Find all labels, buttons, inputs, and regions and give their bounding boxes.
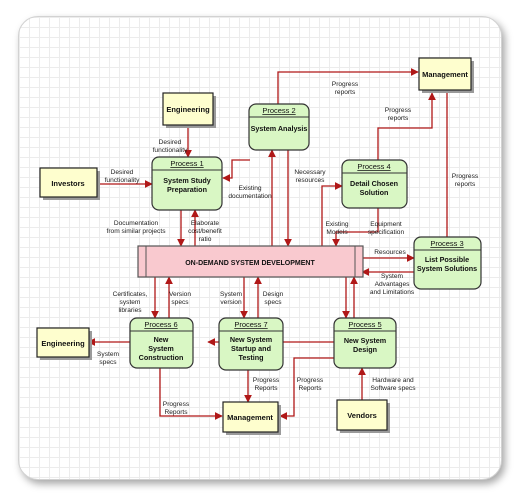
flow-p2-to-mgmt bbox=[277, 68, 419, 104]
entity-investors-label: Investors bbox=[51, 179, 84, 188]
process-7-line-2: Startup and bbox=[231, 344, 271, 353]
process-7: Process 7 New System Startup and Testing bbox=[218, 317, 284, 371]
label-system-advantages-2: Advantages bbox=[375, 281, 411, 288]
flow-p4-to-mgmt bbox=[377, 92, 436, 160]
label-certificates-2: system bbox=[120, 299, 141, 306]
entity-engineering-top: Engineering bbox=[162, 92, 216, 128]
label-documentation-similar-2: from similar projects bbox=[107, 228, 167, 235]
flow-p2-to-p1 bbox=[222, 159, 250, 182]
process-5-line-1: New System bbox=[344, 336, 386, 345]
label-desired-functionality-inv-1: Desired bbox=[111, 169, 134, 176]
label-existing-documentation-1: Existing bbox=[238, 185, 261, 192]
process-3-line-1: List Possible bbox=[425, 255, 469, 264]
label-progress-reports-p2-1: Progress bbox=[332, 81, 359, 88]
entity-engineering-top-label: Engineering bbox=[166, 105, 210, 114]
flow-p5-to-mgmt bbox=[279, 357, 342, 420]
label-progress-reports-p5-1: Progress bbox=[297, 377, 324, 384]
process-6-line-2: System bbox=[148, 344, 174, 353]
label-elaborate-cost-2: cost/benefit bbox=[188, 228, 222, 235]
entity-management-bottom: Management bbox=[222, 401, 281, 435]
process-5: Process 5 New System Design bbox=[333, 317, 397, 369]
label-system-specs-2: specs bbox=[99, 359, 117, 366]
label-version-specs-1: Version bbox=[169, 291, 191, 298]
process-1-id: Process 1 bbox=[170, 159, 203, 168]
label-necessary-resources-1: Necessary bbox=[294, 169, 326, 176]
process-5-id: Process 5 bbox=[348, 320, 381, 329]
label-desired-functionality-eng-2: functionality bbox=[153, 147, 189, 154]
label-equipment-specification-2: specification bbox=[368, 229, 405, 236]
process-7-id: Process 7 bbox=[234, 320, 267, 329]
central-data-store: ON-DEMAND SYSTEM DEVELOPMENT bbox=[137, 245, 364, 278]
label-progress-reports-p6-1: Progress bbox=[163, 401, 190, 408]
label-equipment-specification-1: Equipment bbox=[370, 221, 402, 228]
process-4: Process 4 Detail Chosen Solution bbox=[341, 159, 408, 209]
process-6: Process 6 New System Construction bbox=[129, 317, 194, 369]
process-6-line-1: New bbox=[154, 335, 169, 344]
label-progress-reports-p5-2: Reports bbox=[298, 385, 322, 392]
label-resources: Resources bbox=[374, 249, 406, 256]
process-3-id: Process 3 bbox=[430, 239, 463, 248]
entity-vendors: Vendors bbox=[336, 399, 390, 433]
label-existing-documentation-2: documentation bbox=[228, 193, 272, 200]
label-desired-functionality-inv-2: functionality bbox=[105, 177, 141, 184]
process-5-line-2: Design bbox=[353, 345, 377, 354]
label-documentation-similar-1: Documentation bbox=[114, 220, 159, 227]
flow-p4-to-store bbox=[332, 208, 379, 247]
process-2-id: Process 2 bbox=[262, 106, 295, 115]
process-4-line-2: Solution bbox=[360, 188, 389, 197]
entity-vendors-label: Vendors bbox=[347, 411, 377, 420]
label-elaborate-cost-3: ratio bbox=[199, 236, 212, 243]
label-certificates-1: Certificates, bbox=[113, 291, 148, 298]
process-2: Process 2 System Analysis bbox=[248, 103, 310, 151]
label-progress-reports-p7-2: Reports bbox=[254, 385, 278, 392]
process-7-line-3: Testing bbox=[238, 353, 263, 362]
label-progress-reports-p6-2: Reports bbox=[164, 409, 188, 416]
process-1: Process 1 System Study Preparation bbox=[151, 156, 223, 211]
entity-management-bottom-label: Management bbox=[227, 413, 273, 422]
label-existing-models-1: Existing bbox=[325, 221, 348, 228]
label-desired-functionality-eng-1: Desired bbox=[159, 139, 182, 146]
flow-p6-to-mgmt bbox=[159, 368, 223, 420]
entity-engineering-left-label: Engineering bbox=[41, 339, 85, 348]
label-progress-reports-p4-1: Progress bbox=[385, 107, 412, 114]
label-hardware-software-2: Software specs bbox=[370, 385, 416, 392]
label-progress-reports-p2-2: reports bbox=[335, 89, 356, 96]
process-1-line-2: Preparation bbox=[167, 185, 207, 194]
label-system-version-1: System bbox=[220, 291, 242, 298]
process-1-line-1: System Study bbox=[163, 176, 211, 185]
process-7-line-1: New System bbox=[230, 335, 272, 344]
process-4-line-1: Detail Chosen bbox=[350, 179, 398, 188]
entity-management-top-label: Management bbox=[422, 70, 468, 79]
label-hardware-software-1: Hardware and bbox=[372, 377, 414, 384]
label-system-specs-1: System bbox=[97, 351, 119, 358]
label-progress-reports-p3-2: reports bbox=[455, 181, 476, 188]
flow-labels: Desired functionality Desired functional… bbox=[97, 81, 479, 416]
process-6-id: Process 6 bbox=[144, 320, 177, 329]
label-certificates-3: libraries bbox=[118, 307, 142, 314]
label-existing-models-2: Models bbox=[326, 229, 348, 236]
entity-engineering-left: Engineering bbox=[36, 327, 92, 360]
label-progress-reports-p4-2: reports bbox=[388, 115, 409, 122]
label-system-version-2: version bbox=[220, 299, 242, 306]
label-version-specs-2: specs bbox=[171, 299, 189, 306]
process-3: Process 3 List Possible System Solutions bbox=[413, 236, 482, 290]
label-design-specs-1: Design bbox=[263, 291, 284, 298]
entity-investors: Investors bbox=[39, 167, 100, 200]
label-progress-reports-p3-1: Progress bbox=[452, 173, 479, 180]
process-4-id: Process 4 bbox=[357, 162, 390, 171]
process-2-line-1: System Analysis bbox=[251, 124, 308, 133]
label-system-advantages-3: and Limitations bbox=[370, 289, 415, 296]
label-design-specs-2: specs bbox=[264, 299, 282, 306]
label-necessary-resources-2: resources bbox=[296, 177, 326, 184]
flow-store-to-p4 bbox=[321, 182, 343, 246]
process-6-line-3: Construction bbox=[139, 353, 184, 362]
label-system-advantages-1: System bbox=[381, 273, 403, 280]
entity-management-top: Management bbox=[418, 57, 474, 93]
label-progress-reports-p7-1: Progress bbox=[253, 377, 280, 384]
central-store-label: ON-DEMAND SYSTEM DEVELOPMENT bbox=[185, 260, 315, 267]
label-elaborate-cost-1: Elaborate bbox=[191, 220, 220, 227]
process-3-line-2: System Solutions bbox=[417, 264, 477, 273]
